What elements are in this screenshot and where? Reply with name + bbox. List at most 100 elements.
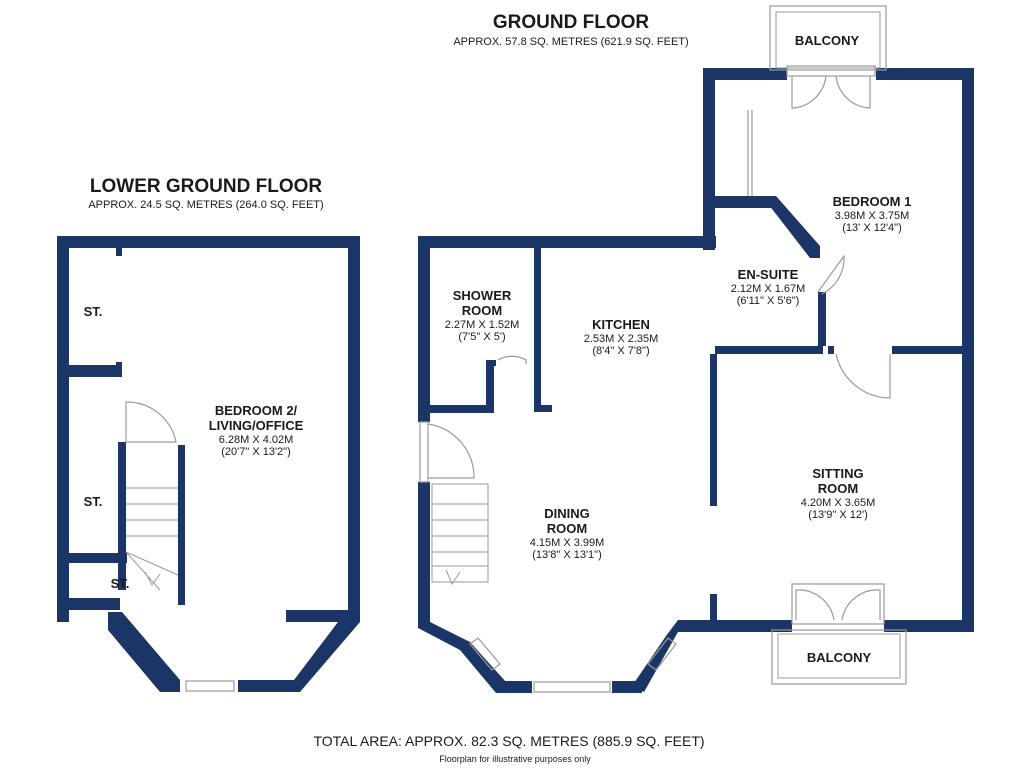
wall-bedroom1-bottom [892, 346, 974, 354]
disclaimer: Floorplan for illustrative purposes only [439, 754, 591, 764]
room-name-bedroom-2-line1: BEDROOM 2/ [215, 403, 298, 418]
door-balcony-bottom-left [795, 589, 835, 621]
wall-shower-right [486, 360, 494, 413]
wall-ground-bottom-far-right [884, 620, 974, 632]
wall-sitting-left-stub [710, 594, 717, 620]
lower-floor-title: LOWER GROUND FLOOR [90, 176, 322, 197]
door-dining [427, 423, 475, 479]
lower-floor-fixtures [125, 401, 235, 692]
wall-bedroom1-left [703, 68, 715, 250]
wall-ground-top-right-1 [703, 68, 787, 80]
wall-ensuite-bottom-stub [828, 346, 834, 354]
wall-ground-bay-right-diag [632, 620, 686, 692]
lower-staircase [125, 487, 179, 591]
storage-label-1: ST. [84, 304, 103, 319]
room-name-dining-line1: DINING [544, 506, 590, 521]
ground-floor-walls [418, 68, 974, 693]
room-name-sitting-line2: ROOM [818, 481, 858, 496]
wall-lower-bay-right-return [286, 610, 360, 622]
room-label-bedroom-2: BEDROOM 2/ LIVING/OFFICE 6.28M X 4.02M (… [209, 403, 304, 458]
room-dim-dining-metric: 4.15M X 3.99M [530, 537, 605, 549]
wall-lower-left [57, 236, 69, 622]
wall-sitting-left [710, 354, 717, 506]
room-name-en-suite: EN-SUITE [738, 267, 799, 282]
wall-stair-right [178, 445, 185, 605]
room-dim-kitchen-imperial: (8'4" X 7'8") [592, 345, 649, 357]
wall-ensuite-bottom [715, 346, 823, 354]
room-dim-bedroom-2-metric: 6.28M X 4.02M [219, 434, 294, 446]
window-dining-bottom [533, 681, 611, 693]
wall-ground-left-upper [418, 236, 430, 422]
room-dim-bedroom-1-imperial: (13' X 12'4") [842, 222, 901, 234]
door-shower [497, 355, 527, 364]
lower-floor-walls [57, 236, 360, 692]
wall-ground-top-right-2 [876, 68, 974, 80]
wall-st2-bottom [57, 553, 127, 563]
room-dim-en-suite-metric: 2.12M X 1.67M [731, 283, 806, 295]
wall-lower-top [57, 236, 360, 248]
ground-floor-area: APPROX. 57.8 SQ. METRES (621.9 SQ. FEET) [453, 36, 688, 48]
room-label-en-suite: EN-SUITE 2.12M X 1.67M (6'11" X 5'6") [731, 267, 806, 307]
balcony-top-label: BALCONY [795, 33, 860, 48]
door-sitting [835, 353, 891, 399]
wall-st-top [57, 365, 122, 377]
wall-ground-bottom-right [680, 620, 792, 632]
storage-label-3: ST. [111, 576, 130, 591]
wall-st-stub [116, 362, 122, 377]
room-label-bedroom-1: BEDROOM 1 3.98M X 3.75M (13' X 12'4") [833, 194, 912, 234]
wall-lower-bay-right [238, 610, 360, 692]
room-dim-shower-metric: 2.27M X 1.52M [445, 319, 520, 331]
door-balcony-top-left [791, 75, 827, 109]
room-name-dining-line2: ROOM [547, 521, 587, 536]
wall-lower-bay-left-return [57, 598, 120, 610]
wall-lower-bay-left [108, 612, 180, 692]
room-dim-en-suite-imperial: (6'11" X 5'6") [737, 295, 800, 307]
wall-ground-left-lower [418, 482, 430, 628]
door-dining-frame [419, 421, 429, 483]
room-name-sitting-line1: SITTING [812, 466, 863, 481]
wall-ensuite-top [715, 196, 771, 208]
room-label-dining-room: DINING ROOM 4.15M X 3.99M (13'8" X 13'1"… [530, 506, 605, 561]
door-balcony-bottom-right [841, 589, 881, 621]
wall-ensuite-diag [762, 196, 820, 258]
door-ensuite [817, 254, 845, 295]
window-top-frame [786, 65, 876, 77]
total-area: TOTAL AREA: APPROX. 82.3 SQ. METRES (885… [313, 733, 704, 749]
lower-ground-floor: LOWER GROUND FLOOR APPROX. 24.5 SQ. METR… [57, 176, 360, 692]
wall-ground-bay-bottom-left [496, 681, 532, 693]
room-dim-dining-imperial: (13'8" X 13'1") [532, 549, 602, 561]
room-label-shower-room: SHOWER ROOM 2.27M X 1.52M (7'5" X 5') [445, 288, 520, 343]
wall-ensuite-right [818, 292, 826, 346]
room-dim-shower-imperial: (7'5" X 5') [458, 331, 505, 343]
wall-lower-right [348, 236, 360, 622]
door-balcony-top-right [835, 75, 871, 109]
wall-kitchen-left [534, 248, 541, 412]
balcony-top [769, 5, 887, 71]
room-label-sitting-room: SITTING ROOM 4.20M X 3.65M (13'9" X 12') [801, 466, 876, 521]
room-name-shower-line1: SHOWER [453, 288, 512, 303]
room-dim-sitting-imperial: (13'9" X 12') [808, 509, 867, 521]
balcony-top-inner [775, 11, 881, 69]
room-dim-sitting-metric: 4.20M X 3.65M [801, 497, 876, 509]
door-swing-lower [125, 401, 177, 443]
balcony-bottom-label: BALCONY [807, 650, 872, 665]
wall-shower-right-stub [486, 360, 496, 366]
ground-staircase [431, 483, 489, 586]
storage-label-2: ST. [84, 494, 103, 509]
wall-kitchen-stub [534, 405, 552, 412]
room-dim-kitchen-metric: 2.53M X 2.35M [584, 333, 659, 345]
window-dining-bay-left [469, 637, 501, 671]
room-dim-bedroom-1-metric: 3.98M X 3.75M [835, 210, 910, 222]
wall-stair-left [118, 442, 126, 590]
window-lower-bottom [185, 680, 235, 692]
room-name-bedroom-2-line2: LIVING/OFFICE [209, 418, 304, 433]
balcony-bottom [771, 629, 907, 685]
ground-floor-title: GROUND FLOOR [493, 12, 649, 33]
lower-floor-area: APPROX. 24.5 SQ. METRES (264.0 SQ. FEET) [88, 199, 323, 211]
balcony-bottom-inner [777, 633, 901, 679]
wall-st-top-stub [116, 248, 122, 256]
ground-floor-fixtures [419, 5, 907, 693]
ground-floor: GROUND FLOOR APPROX. 57.8 SQ. METRES (62… [418, 5, 974, 693]
room-name-shower-line2: ROOM [462, 303, 502, 318]
